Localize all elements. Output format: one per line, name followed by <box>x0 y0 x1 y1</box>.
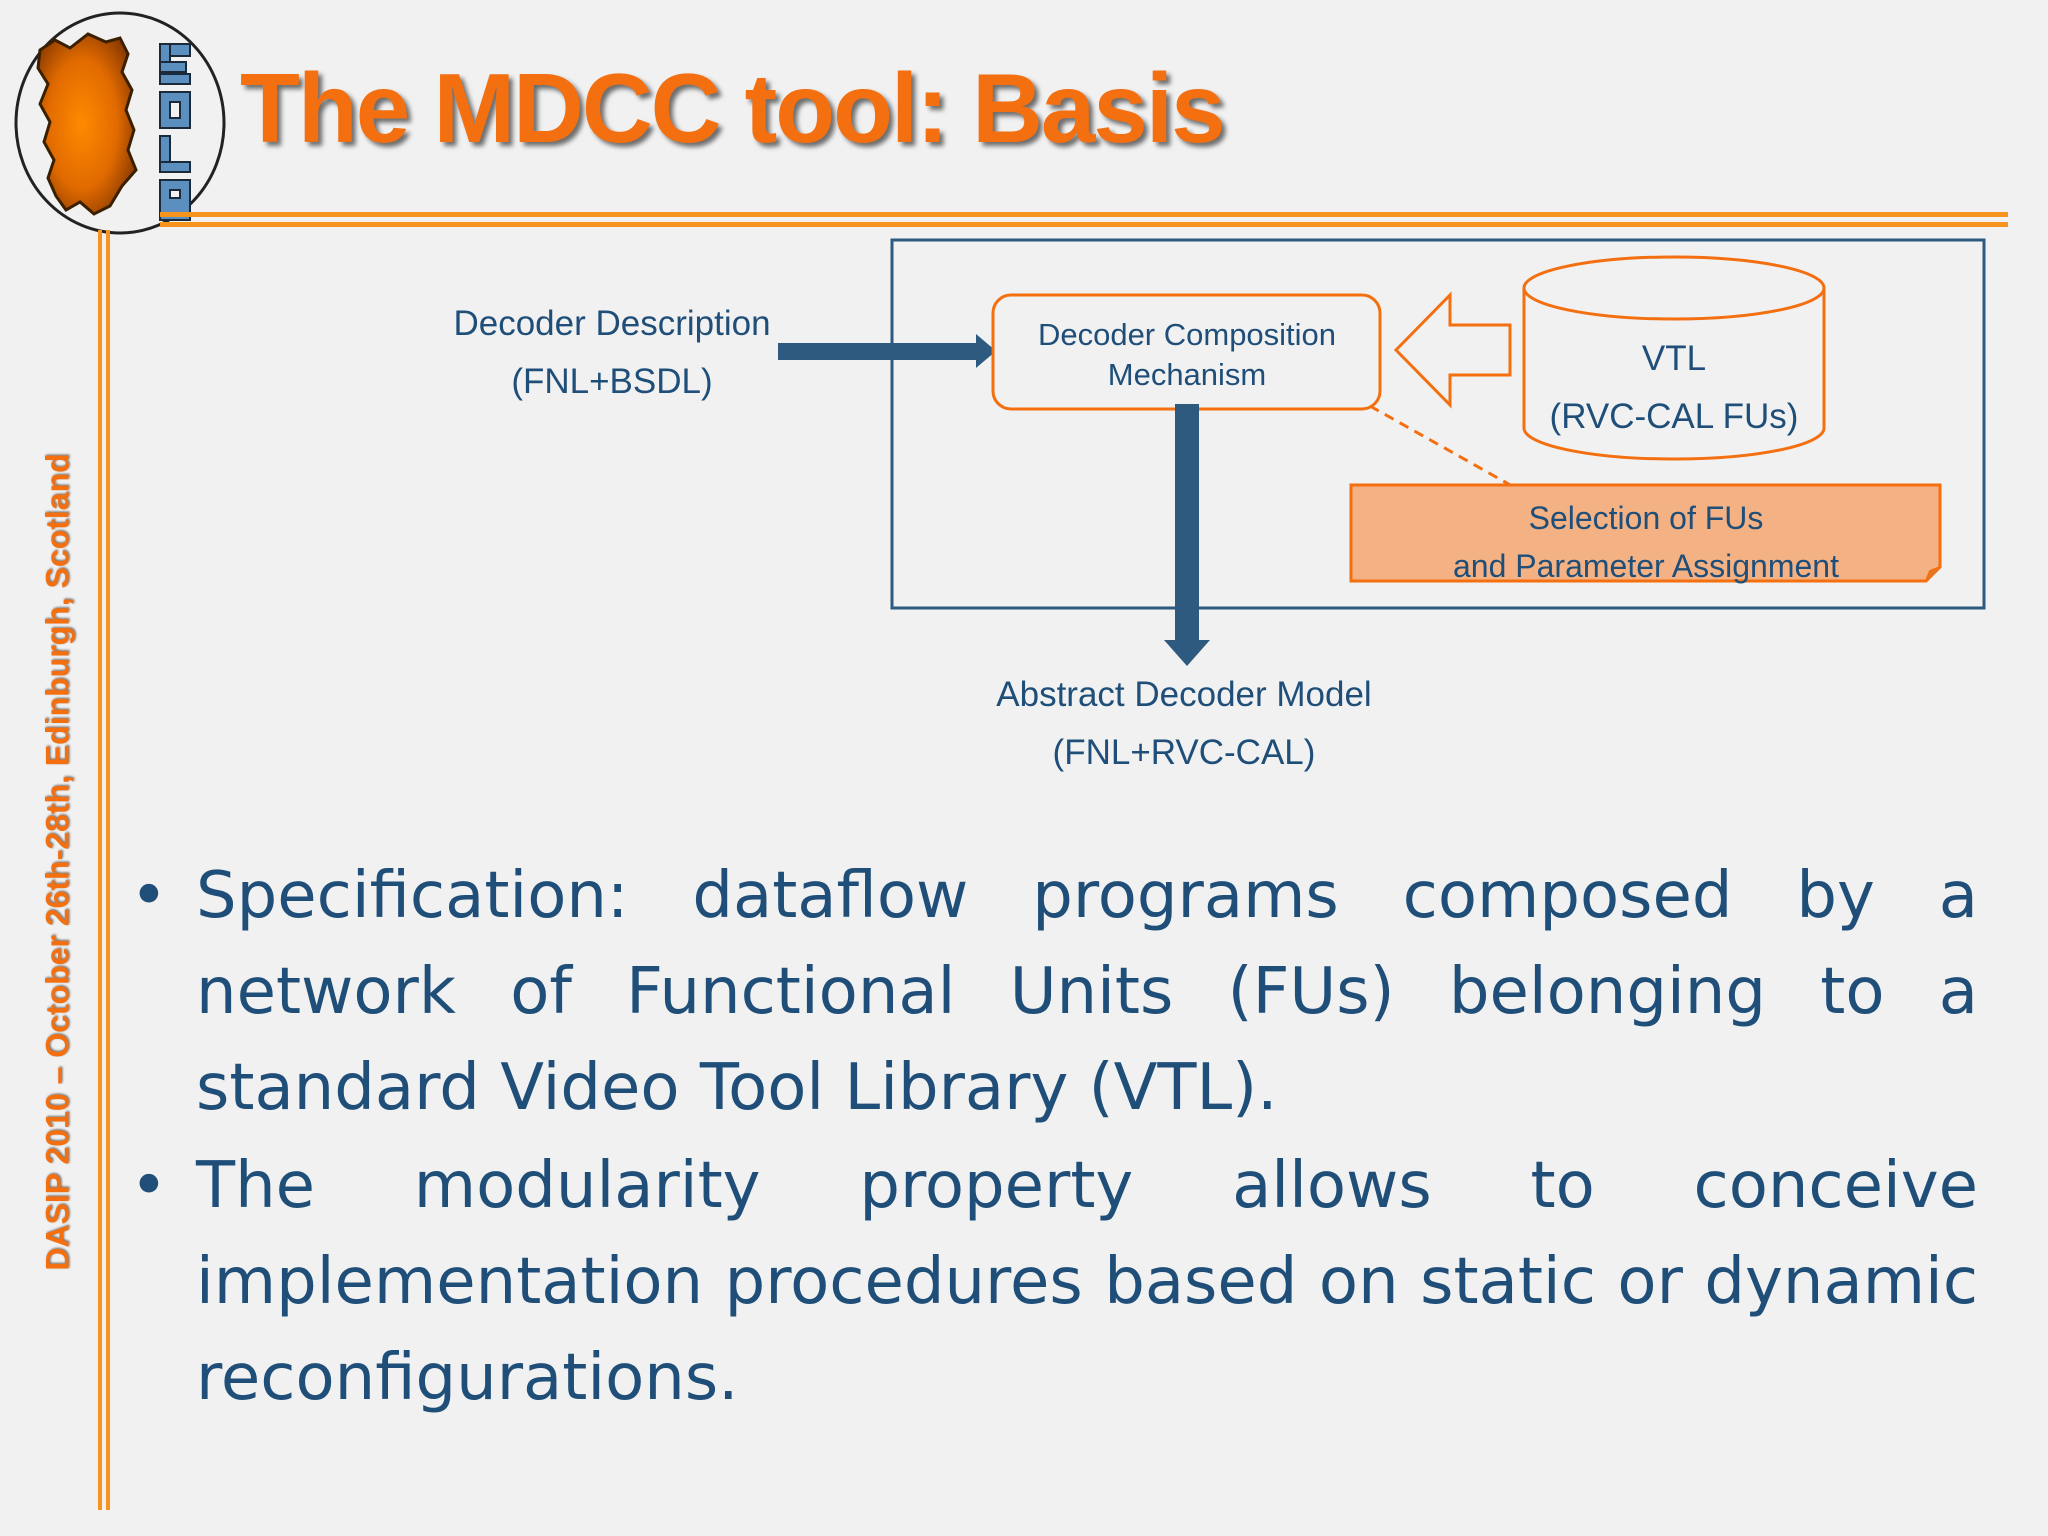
slide-title: The MDCC tool: Basis <box>240 53 1226 163</box>
side-rule-right <box>106 230 110 1510</box>
library-line-2: (RVC-CAL FUs) <box>1550 397 1799 436</box>
selection-note-box <box>1349 483 1942 583</box>
note-connector <box>1369 404 1513 488</box>
title-rule-top <box>160 212 2008 217</box>
input-title: Decoder Description <box>453 304 770 343</box>
note-line-1: Selection of FUs <box>1529 500 1764 536</box>
output-title: Abstract Decoder Model <box>996 675 1371 714</box>
input-subtitle: (FNL+BSDL) <box>511 362 712 401</box>
input-arrow <box>778 334 996 368</box>
note-line-2: and Parameter Assignment <box>1453 548 1839 584</box>
bullet-text: The modularity property allows to concei… <box>196 1149 1978 1415</box>
lab-logo-graphic <box>14 11 226 235</box>
mdcc-diagram: Decoder Description (FNL+BSDL) Decoder C… <box>453 238 1986 772</box>
bullet-item: • The modularity property allows to conc… <box>130 1138 1978 1426</box>
lab-logo <box>10 10 230 240</box>
library-arrow <box>1393 291 1512 409</box>
output-arrow <box>1164 404 1210 666</box>
tool-boundary-frame <box>890 238 1986 610</box>
bullet-list: • Specification: dataflow programs compo… <box>130 848 1978 1428</box>
mechanism-line-2: Mechanism <box>1108 357 1267 392</box>
bullet-item: • Specification: dataflow programs compo… <box>130 848 1978 1136</box>
title-rule-bottom <box>160 222 2008 227</box>
vtl-library-cylinder <box>1522 255 1826 461</box>
side-rule-left <box>98 230 102 1510</box>
bullet-marker: • <box>130 859 168 933</box>
bullet-marker: • <box>130 1149 168 1223</box>
mechanism-line-1: Decoder Composition <box>1038 317 1336 352</box>
library-line-1: VTL <box>1642 339 1706 378</box>
bullet-text: Specification: dataflow programs compose… <box>196 859 1978 1125</box>
output-subtitle: (FNL+RVC-CAL) <box>1053 733 1316 772</box>
